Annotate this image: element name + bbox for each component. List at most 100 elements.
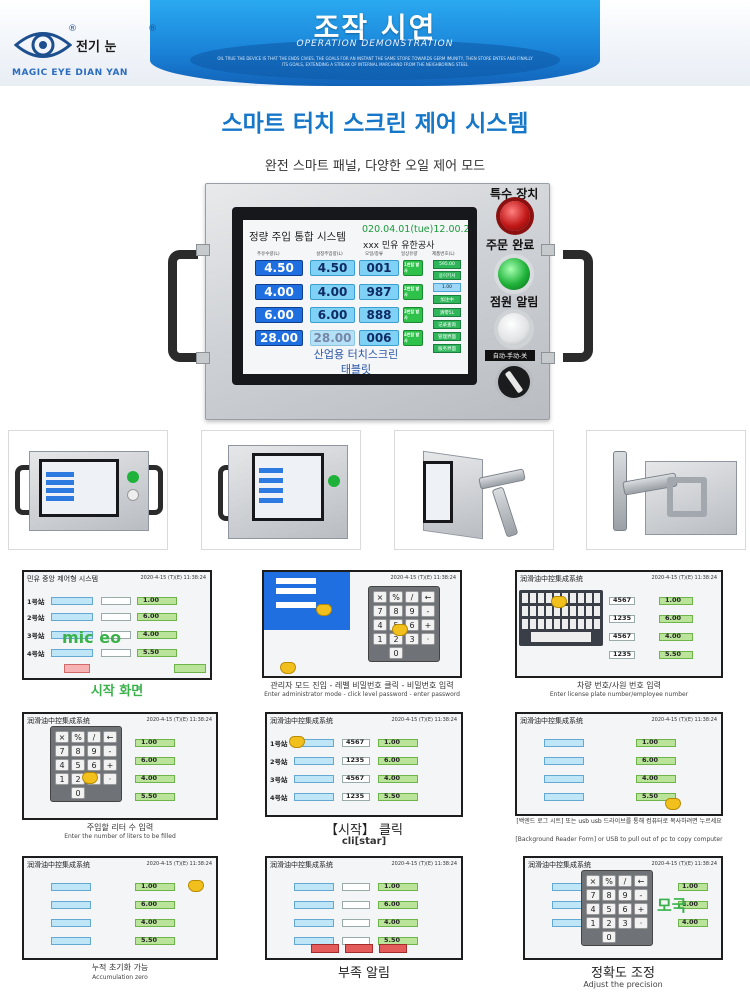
side-button[interactable]: 记录查询 bbox=[433, 320, 461, 329]
keypad-key[interactable]: % bbox=[71, 731, 85, 743]
row-value: 5.50 bbox=[143, 648, 160, 656]
oil-type-value[interactable]: 888 bbox=[359, 307, 399, 323]
screen-title: 정량 주입 통합 시스템 bbox=[249, 231, 346, 243]
step-admin[interactable]: 2020-4-15 (T)(E) 11:38:24 × % / ← 7 8 9 … bbox=[262, 570, 462, 700]
side-button[interactable]: 清零5L bbox=[433, 308, 461, 317]
set-value[interactable]: 4.00 bbox=[310, 284, 355, 300]
keypad-key[interactable]: 9 bbox=[87, 745, 101, 757]
step-bottom-button[interactable] bbox=[174, 664, 206, 673]
keypad-key[interactable]: × bbox=[586, 875, 600, 887]
set-value[interactable]: 4.50 bbox=[310, 260, 355, 276]
keypad-key[interactable]: 1 bbox=[586, 917, 600, 929]
keypad-key[interactable]: 5 bbox=[602, 903, 616, 915]
numeric-keypad[interactable]: × % / ← 7 8 9 - 4 5 6 + 1 2 3 · 0 bbox=[581, 870, 653, 946]
keypad-key[interactable]: 9 bbox=[618, 889, 632, 901]
keypad-key[interactable]: 4 bbox=[55, 759, 69, 771]
keypad-key[interactable]: % bbox=[389, 591, 403, 603]
product-photo-front[interactable] bbox=[8, 430, 168, 550]
emergency-button[interactable] bbox=[500, 201, 530, 231]
keypad-key[interactable]: × bbox=[55, 731, 69, 743]
set-value[interactable]: 28.00 bbox=[310, 330, 355, 346]
dispensed-value[interactable]: 4.50 bbox=[255, 260, 303, 276]
keypad-key[interactable]: / bbox=[87, 731, 101, 743]
keypad-key[interactable]: 8 bbox=[389, 605, 403, 617]
step-bottom-button[interactable] bbox=[64, 664, 90, 673]
keypad-key[interactable]: 8 bbox=[71, 745, 85, 757]
keypad-key[interactable]: 1 bbox=[55, 773, 69, 785]
keypad-key[interactable]: 0 bbox=[602, 931, 616, 943]
keypad-key[interactable]: 9 bbox=[405, 605, 419, 617]
keypad-key[interactable]: × bbox=[373, 591, 387, 603]
side-button[interactable]: 加注中 bbox=[433, 295, 461, 304]
product-photo-side[interactable] bbox=[394, 430, 554, 550]
order-complete-button[interactable] bbox=[498, 258, 530, 290]
keypad-key[interactable]: 7 bbox=[55, 745, 69, 757]
side-button[interactable]: 服务界面 bbox=[433, 344, 461, 353]
clerk-alert-button[interactable] bbox=[498, 313, 530, 345]
step-start[interactable]: 민유 중앙 제어형 시스템 2020-4-15 (T)(E) 11:38:24 … bbox=[22, 570, 212, 700]
step-liters[interactable]: 润滑油中控集成系统 2020-4-15 (T)(E) 11:38:24 1.00… bbox=[22, 712, 218, 842]
numeric-keypad[interactable]: × % / ← 7 8 9 - 4 5 6 + 1 2 3 · 0 bbox=[50, 726, 122, 802]
side-button[interactable]: 용이키셔 bbox=[433, 271, 461, 280]
keypad-key[interactable]: - bbox=[634, 889, 648, 901]
product-photo-angle[interactable] bbox=[201, 430, 361, 550]
oil-type-value[interactable]: 006 bbox=[359, 330, 399, 346]
keypad-key[interactable]: · bbox=[103, 773, 117, 785]
keypad-key[interactable]: 6 bbox=[87, 759, 101, 771]
keypad-key[interactable]: 4 bbox=[586, 903, 600, 915]
keypad-key[interactable]: · bbox=[634, 917, 648, 929]
keypad-key[interactable]: 4 bbox=[373, 619, 387, 631]
keypad-key[interactable]: ← bbox=[421, 591, 435, 603]
keypad-key[interactable]: / bbox=[618, 875, 632, 887]
keypad-key[interactable]: 7 bbox=[373, 605, 387, 617]
row-value: 5.50 bbox=[384, 792, 401, 800]
keypad-key[interactable]: + bbox=[421, 619, 435, 631]
keypad-key[interactable]: 7 bbox=[586, 889, 600, 901]
dispensed-value[interactable]: 4.00 bbox=[255, 284, 303, 300]
dispensed-value[interactable]: 6.00 bbox=[255, 307, 303, 323]
numeric-keypad[interactable]: × % / ← 7 8 9 - 4 5 6 + 1 2 3 · 0 bbox=[368, 586, 440, 662]
keypad-key[interactable]: ← bbox=[103, 731, 117, 743]
keypad-key[interactable]: + bbox=[634, 903, 648, 915]
step-accumulation[interactable]: 润滑油中控集成系统 2020-4-15 (T)(E) 11:38:24 1.00… bbox=[22, 856, 218, 986]
set-value[interactable]: 6.00 bbox=[310, 307, 355, 323]
keypad-key[interactable]: - bbox=[421, 605, 435, 617]
keypad-key[interactable]: 5 bbox=[71, 759, 85, 771]
step-shortage-alert[interactable]: 润滑油中控集成系统 2020-4-15 (T)(E) 11:38:24 1.00… bbox=[265, 856, 463, 986]
keypad-key[interactable]: / bbox=[405, 591, 419, 603]
oil-type-value[interactable]: 001 bbox=[359, 260, 399, 276]
keypad-key[interactable]: % bbox=[602, 875, 616, 887]
touch-screen[interactable]: 정량 주입 통합 시스템 020.04.01(tue)12.00.20 xxx … bbox=[243, 220, 468, 374]
nozzle-tag[interactable]: 4번탑 발사 bbox=[403, 330, 423, 346]
column-header: 제품번호(L) bbox=[432, 252, 455, 257]
keypad-key[interactable]: - bbox=[103, 745, 117, 757]
step-backup[interactable]: 润滑油中控集成系统 2020-4-15 (T)(E) 11:38:24 1.00… bbox=[515, 712, 723, 852]
mode-selector-knob[interactable] bbox=[498, 366, 530, 398]
side-button[interactable]: 595.00 bbox=[433, 260, 461, 269]
oil-type-value[interactable]: 987 bbox=[359, 284, 399, 300]
side-button[interactable]: 管理界面 bbox=[433, 332, 461, 341]
keypad-key[interactable]: 2 bbox=[602, 917, 616, 929]
nozzle-tag[interactable]: 1번탑 발사 bbox=[403, 260, 423, 276]
step-precision[interactable]: 润滑油中控集成系统 2020-4-15 (T)(E) 11:38:24 1.00… bbox=[523, 856, 723, 996]
keypad-key[interactable]: 6 bbox=[618, 903, 632, 915]
dispensed-value[interactable]: 28.00 bbox=[255, 330, 303, 346]
clerk-alert-label: 점원 알림 bbox=[490, 295, 539, 309]
nozzle-tag[interactable]: 2번탑 발사 bbox=[403, 284, 423, 300]
keypad-key[interactable]: · bbox=[421, 633, 435, 645]
step-plate[interactable]: 润滑油中控集成系统 2020-4-15 (T)(E) 11:38:24 4567… bbox=[515, 570, 723, 700]
keypad-key[interactable]: 3 bbox=[405, 633, 419, 645]
nozzle-tag[interactable]: 3번탑 발사 bbox=[403, 307, 423, 323]
keypad-key[interactable]: 1 bbox=[373, 633, 387, 645]
keypad-key[interactable]: 0 bbox=[71, 787, 85, 799]
keypad-key[interactable]: + bbox=[103, 759, 117, 771]
keypad-key[interactable]: 3 bbox=[618, 917, 632, 929]
keypad-key[interactable]: ← bbox=[634, 875, 648, 887]
keypad-key[interactable]: 8 bbox=[602, 889, 616, 901]
keypad-key[interactable]: 0 bbox=[389, 647, 403, 659]
side-button[interactable]: 1.00 bbox=[433, 283, 461, 292]
product-photo-back[interactable] bbox=[586, 430, 746, 550]
